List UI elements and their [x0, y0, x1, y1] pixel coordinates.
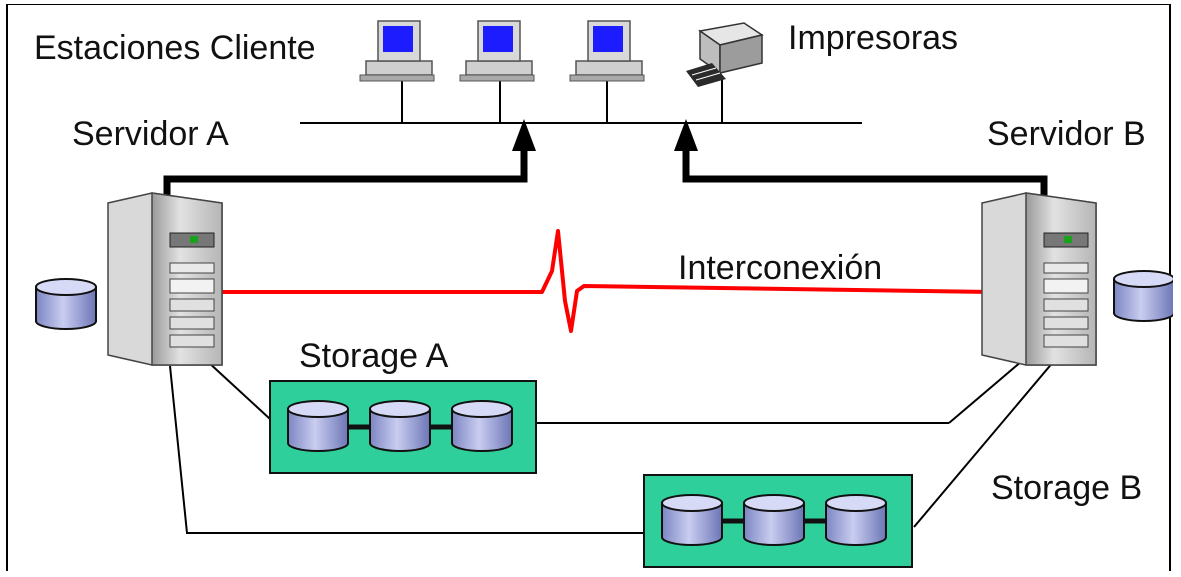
server-b-label: Servidor B — [987, 115, 1146, 153]
server-a-label: Servidor A — [72, 115, 229, 153]
server-a-uplink — [163, 119, 536, 201]
server-icon — [107, 192, 223, 366]
storage-array-icon — [643, 474, 913, 568]
server-b-uplink — [674, 119, 1048, 201]
disk-icon — [35, 278, 97, 330]
diagram-frame: Estaciones Cliente Impresoras Servidor A… — [6, 4, 1175, 571]
storage-b-label: Storage B — [991, 469, 1142, 507]
storage-a-label: Storage A — [299, 337, 449, 375]
interconnect-line — [212, 229, 993, 333]
workstation-icon — [359, 20, 435, 82]
interconnect-label: Interconexión — [678, 249, 882, 287]
workstation-icon — [569, 20, 645, 82]
uplink-arrow-b — [674, 119, 698, 151]
printer-icon — [686, 22, 764, 87]
storage-cabling — [169, 360, 1055, 534]
workstation-icon — [459, 20, 535, 82]
server-icon — [981, 192, 1097, 366]
printers-label: Impresoras — [788, 19, 958, 57]
lan-bus — [300, 77, 862, 124]
uplink-arrow-a — [512, 119, 536, 151]
network-diagram: Estaciones Cliente Impresoras Servidor A… — [34, 19, 1175, 568]
storage-array-icon — [269, 380, 537, 474]
clients-label: Estaciones Cliente — [34, 29, 316, 67]
disk-icon — [1113, 270, 1175, 322]
